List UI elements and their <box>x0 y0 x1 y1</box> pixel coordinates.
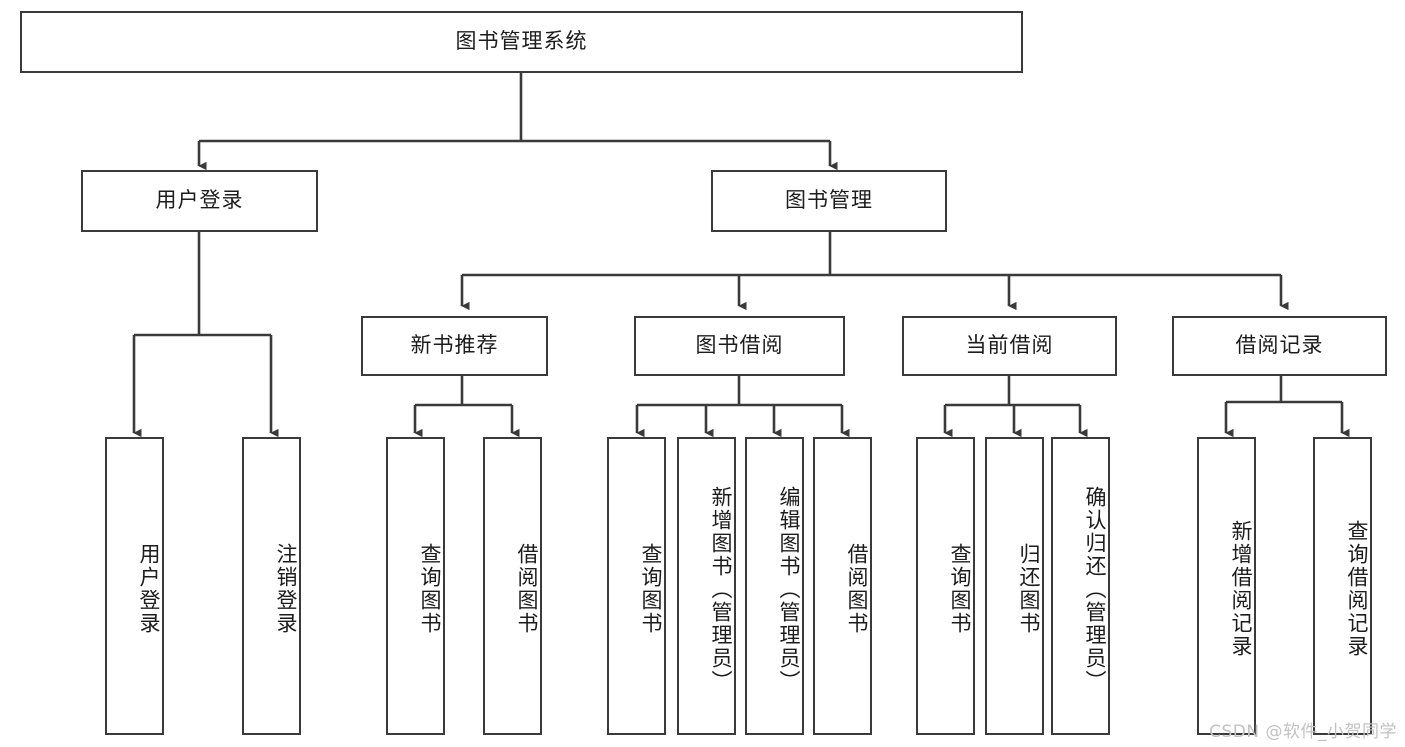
node-new-book-recommend-label: 新书推荐 <box>410 333 499 358</box>
node-leaf-user-login[interactable]: 用户登录 <box>105 437 164 735</box>
node-leaf-add-book-admin-label: 新增图书（管理员） <box>709 485 733 693</box>
node-leaf-query-borrow-record[interactable]: 查询借阅记录 <box>1313 437 1372 735</box>
node-root-system-label: 图书管理系统 <box>455 29 588 54</box>
node-user-login[interactable]: 用户登录 <box>81 170 318 232</box>
node-leaf-borrow-book-label: 借阅图书 <box>845 543 869 635</box>
node-leaf-query-book-borrow[interactable]: 查询图书 <box>607 437 666 735</box>
node-leaf-user-login-label: 用户登录 <box>137 543 161 635</box>
node-leaf-query-book-borrow-label: 查询图书 <box>639 543 663 635</box>
node-leaf-query-book-recommend-label: 查询图书 <box>418 543 442 635</box>
node-book-management-label: 图书管理 <box>785 188 873 213</box>
node-leaf-borrow-book-recommend[interactable]: 借阅图书 <box>483 437 542 735</box>
node-leaf-borrow-book-recommend-label: 借阅图书 <box>515 543 539 635</box>
node-current-borrow[interactable]: 当前借阅 <box>902 316 1117 376</box>
node-leaf-borrow-book[interactable]: 借阅图书 <box>813 437 872 735</box>
node-leaf-add-borrow-record[interactable]: 新增借阅记录 <box>1197 437 1256 735</box>
node-leaf-logout-label: 注销登录 <box>274 543 298 635</box>
csdn-watermark: CSDN @软件_小贺同学 <box>1209 722 1397 742</box>
node-borrow-record[interactable]: 借阅记录 <box>1172 316 1387 376</box>
node-leaf-query-book-recommend[interactable]: 查询图书 <box>386 437 445 735</box>
node-book-borrow[interactable]: 图书借阅 <box>634 316 845 376</box>
node-leaf-query-book-current[interactable]: 查询图书 <box>916 437 975 735</box>
node-borrow-record-label: 借阅记录 <box>1235 333 1324 358</box>
node-user-login-label: 用户登录 <box>155 188 244 213</box>
node-book-management[interactable]: 图书管理 <box>711 170 947 232</box>
node-leaf-query-borrow-record-label: 查询借阅记录 <box>1345 520 1369 658</box>
node-new-book-recommend[interactable]: 新书推荐 <box>361 316 548 376</box>
node-book-borrow-label: 图书借阅 <box>695 333 784 358</box>
node-leaf-logout[interactable]: 注销登录 <box>242 437 301 735</box>
node-leaf-return-book[interactable]: 归还图书 <box>985 437 1044 735</box>
node-leaf-add-book-admin[interactable]: 新增图书（管理员） <box>677 437 736 735</box>
node-current-borrow-label: 当前借阅 <box>965 333 1054 358</box>
node-root-system[interactable]: 图书管理系统 <box>20 11 1023 73</box>
node-leaf-edit-book-admin[interactable]: 编辑图书（管理员） <box>745 437 804 735</box>
node-leaf-confirm-return-admin[interactable]: 确认归还（管理员） <box>1051 437 1110 735</box>
node-leaf-add-borrow-record-label: 新增借阅记录 <box>1229 520 1253 658</box>
node-leaf-confirm-return-admin-label: 确认归还（管理员） <box>1083 485 1107 693</box>
node-leaf-edit-book-admin-label: 编辑图书（管理员） <box>777 485 801 693</box>
node-leaf-return-book-label: 归还图书 <box>1017 543 1041 635</box>
node-leaf-query-book-current-label: 查询图书 <box>948 543 972 635</box>
